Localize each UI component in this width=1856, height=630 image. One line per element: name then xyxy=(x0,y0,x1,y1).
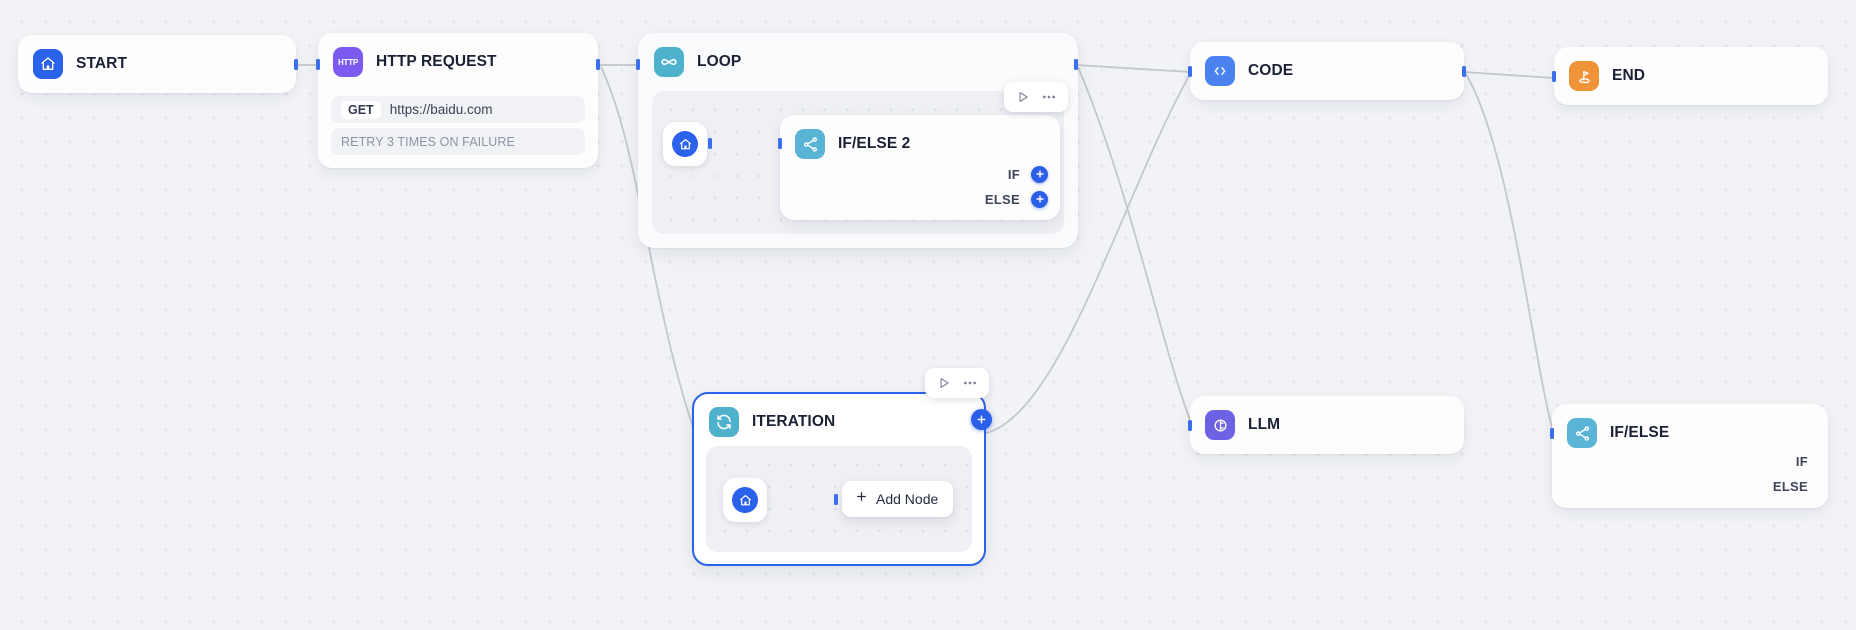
node-end-title: END xyxy=(1612,67,1646,84)
handle-ifelse2-in[interactable] xyxy=(778,138,782,149)
node-end[interactable]: END xyxy=(1554,47,1828,105)
handle-loop-out[interactable] xyxy=(1074,59,1078,70)
branch-label: ELSE xyxy=(984,191,1020,207)
handle-loopstart-out[interactable] xyxy=(708,138,712,149)
http-url-text: https://baidu.com xyxy=(389,102,493,117)
node-iteration-header: ITERATION xyxy=(694,394,984,446)
node-code-header: CODE xyxy=(1190,42,1464,100)
node-end-header: END xyxy=(1554,47,1828,105)
node-code-title: CODE xyxy=(1248,62,1294,79)
edge-loop-code xyxy=(1075,64,1191,73)
ifelse-branch-if[interactable]: IF xyxy=(1796,452,1808,470)
add-branch-node-button[interactable] xyxy=(1031,165,1048,183)
node-start-title: START xyxy=(76,55,128,72)
node-http-request[interactable]: HTTP HTTP REQUEST GET https://baidu.com … xyxy=(318,33,598,168)
loop-start-chip[interactable] xyxy=(663,122,707,166)
node-iteration[interactable]: ITERATION xyxy=(692,392,986,566)
branch-icon xyxy=(1567,418,1597,448)
home-icon xyxy=(672,131,698,157)
http-icon: HTTP xyxy=(333,47,363,77)
refresh-cycle-icon xyxy=(709,407,739,437)
handle-start-out[interactable] xyxy=(294,59,298,70)
llm-circle-icon xyxy=(1205,410,1235,440)
handle-llm-in[interactable] xyxy=(1188,420,1192,431)
node-ifelse2-header: IF/ELSE 2 xyxy=(780,115,1060,173)
node-code[interactable]: CODE xyxy=(1190,42,1464,100)
ifelse2-branch-list: IF ELSE xyxy=(985,165,1048,208)
ifelse2-branch-else[interactable]: ELSE xyxy=(985,190,1048,208)
home-icon xyxy=(33,49,63,79)
add-node-label: Add Node xyxy=(876,491,939,507)
branch-label: IF xyxy=(1007,166,1020,182)
handle-code-out[interactable] xyxy=(1462,66,1466,77)
handle-addnode-in[interactable] xyxy=(834,494,838,505)
node-http-title: HTTP REQUEST xyxy=(376,53,497,70)
node-ifelse-title: IF/ELSE xyxy=(1610,424,1670,441)
more-icon[interactable] xyxy=(1039,87,1059,107)
http-url-row[interactable]: GET https://baidu.com xyxy=(331,96,585,123)
http-retry-text: RETRY 3 TIMES ON FAILURE xyxy=(341,134,515,149)
add-node-button[interactable]: Add Node xyxy=(842,481,954,517)
iteration-add-node-badge[interactable] xyxy=(971,409,992,430)
node-ifelse-2[interactable]: IF/ELSE 2 IF ELSE xyxy=(780,115,1060,220)
branch-icon xyxy=(795,129,825,159)
node-ifelse2-title: IF/ELSE 2 xyxy=(838,135,911,152)
edge-code-ifelse xyxy=(1465,73,1553,429)
handle-code-in[interactable] xyxy=(1188,66,1192,77)
handle-loop-in[interactable] xyxy=(636,59,640,70)
handle-ifelse-in[interactable] xyxy=(1550,428,1554,439)
node-ifelse-header: IF/ELSE xyxy=(1552,404,1828,462)
iteration-node-toolbar[interactable] xyxy=(925,368,989,398)
http-icon-label: HTTP xyxy=(337,57,359,67)
handle-end-in[interactable] xyxy=(1552,71,1556,82)
ifelse-branch-else[interactable]: ELSE xyxy=(1773,477,1808,495)
edge-loop-llm xyxy=(1077,66,1191,421)
branch-label: IF xyxy=(1795,453,1808,469)
node-ifelse[interactable]: IF/ELSE IF ELSE xyxy=(1552,404,1828,508)
plus-icon xyxy=(855,490,868,508)
node-http-header: HTTP HTTP REQUEST xyxy=(318,33,598,91)
node-loop-title: LOOP xyxy=(697,53,742,70)
node-llm-header: LLM xyxy=(1190,396,1464,454)
home-icon xyxy=(732,487,758,513)
infinity-icon xyxy=(654,47,684,77)
node-http-body: GET https://baidu.com RETRY 3 TIMES ON F… xyxy=(318,96,598,168)
http-method-badge: GET xyxy=(341,100,381,119)
flag-goal-icon xyxy=(1569,61,1599,91)
edge-code-end xyxy=(1463,71,1555,79)
handle-http-out[interactable] xyxy=(596,59,600,70)
run-icon[interactable] xyxy=(1013,87,1033,107)
handle-http-in[interactable] xyxy=(316,59,320,70)
node-loop-header: LOOP xyxy=(638,33,1078,87)
node-iteration-title: ITERATION xyxy=(752,413,836,430)
ifelse2-branch-if[interactable]: IF xyxy=(1008,165,1048,183)
http-retry-row: RETRY 3 TIMES ON FAILURE xyxy=(331,128,585,155)
node-start-header: START xyxy=(18,35,296,93)
run-icon[interactable] xyxy=(934,373,954,393)
more-icon[interactable] xyxy=(960,373,980,393)
node-llm-title: LLM xyxy=(1248,416,1281,433)
node-start[interactable]: START xyxy=(18,35,296,93)
ifelse-branch-list: IF ELSE xyxy=(1773,452,1808,495)
iteration-start-chip[interactable] xyxy=(723,478,767,522)
branch-label: ELSE xyxy=(1772,478,1808,494)
code-brackets-icon xyxy=(1205,56,1235,86)
loop-node-toolbar[interactable] xyxy=(1004,82,1068,112)
node-llm[interactable]: LLM xyxy=(1190,396,1464,454)
add-branch-node-button[interactable] xyxy=(1031,190,1048,208)
